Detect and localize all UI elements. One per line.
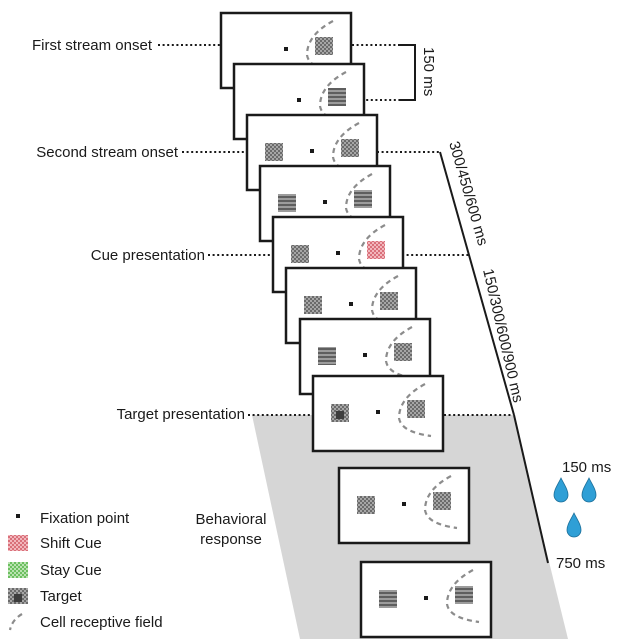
fixation-point-icon (363, 353, 367, 357)
legend-shift-cue-label: Shift Cue (40, 535, 102, 552)
rf-stimulus (354, 190, 372, 208)
rf-stimulus (380, 292, 398, 310)
label-reward-150ms: 150 ms (562, 459, 611, 476)
water-drop-icon (581, 477, 597, 503)
rf-stimulus (315, 37, 333, 55)
receptive-field-arc-icon (8, 613, 23, 631)
fixation-point-icon (284, 47, 288, 51)
water-drop-icon (566, 512, 582, 538)
label-target-presentation: Target presentation (117, 406, 245, 423)
rf-stimulus (328, 88, 346, 106)
water-drop-icon (553, 477, 569, 503)
legend: Fixation point Shift Cue Stay Cue Target… (8, 510, 163, 631)
fixation-point-icon (424, 596, 428, 600)
legend-fixation-label: Fixation point (40, 510, 130, 527)
trial-frame (337, 466, 471, 545)
label-first-stream-onset: First stream onset (32, 37, 153, 54)
target-center (336, 411, 344, 419)
shift-cue-stimulus (367, 241, 385, 259)
fixation-point-icon (297, 98, 301, 102)
opposite-stimulus (291, 245, 309, 263)
target-icon (8, 588, 28, 604)
label-second-stream-onset: Second stream onset (36, 144, 179, 161)
fixation-point-icon (16, 514, 20, 518)
opposite-stimulus (265, 143, 283, 161)
trial-frame (311, 374, 445, 453)
legend-stay-cue-label: Stay Cue (40, 562, 102, 579)
stay-cue-icon (8, 562, 28, 578)
timeline-second-stream (439, 151, 515, 416)
label-behavioral: Behavioral (196, 511, 267, 528)
trial-frames (219, 11, 493, 639)
opposite-stimulus (318, 347, 336, 365)
opposite-stimulus (379, 590, 397, 608)
timeline-response (513, 414, 549, 564)
fixation-point-icon (402, 502, 406, 506)
rf-stimulus (394, 343, 412, 361)
fixation-point-icon (310, 149, 314, 153)
trial-frame (359, 560, 493, 639)
rf-stimulus (455, 586, 473, 604)
rf-stimulus (341, 139, 359, 157)
opposite-stimulus (357, 496, 375, 514)
rf-stimulus (433, 492, 451, 510)
label-cue-presentation: Cue presentation (91, 247, 205, 264)
opposite-stimulus (278, 194, 296, 212)
legend-receptive-field-label: Cell receptive field (40, 614, 163, 631)
shift-cue-icon (8, 535, 28, 551)
fixation-point-icon (376, 410, 380, 414)
rf-stimulus (407, 400, 425, 418)
fixation-point-icon (349, 302, 353, 306)
stream-offset-bracket (400, 44, 416, 101)
label-cue-target-delay: 150/300/600/900 ms (479, 267, 526, 404)
fixation-point-icon (336, 251, 340, 255)
fixation-point-icon (323, 200, 327, 204)
label-150ms-offset: 150 ms (420, 47, 437, 96)
legend-target-label: Target (40, 588, 83, 605)
label-reward-750ms: 750 ms (556, 555, 605, 572)
opposite-stimulus (304, 296, 322, 314)
label-response: response (200, 531, 262, 548)
